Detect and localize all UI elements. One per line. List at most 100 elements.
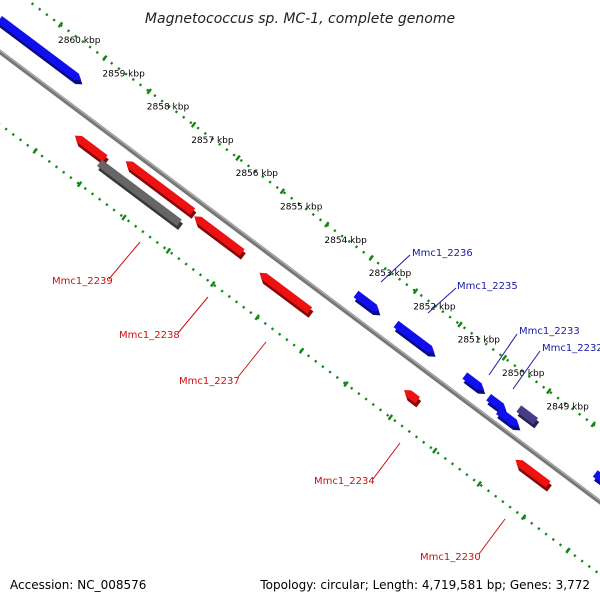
tick-dot [110, 61, 114, 65]
tick-dot [333, 229, 337, 233]
tick-dot [328, 370, 332, 374]
feature-body [486, 394, 507, 411]
gene-label-group: Mmc1_2238 [119, 296, 209, 341]
feature-body [125, 161, 196, 215]
tick-dot [138, 83, 143, 87]
major-tick [412, 288, 419, 295]
tick-dot [234, 300, 239, 304]
tick-dot [304, 207, 308, 211]
tick-dot [405, 283, 409, 287]
tick-dot [585, 418, 589, 422]
tick-dot [177, 257, 181, 261]
tick-dot [141, 230, 145, 234]
tick-dot [162, 246, 167, 250]
tick-dot [117, 67, 121, 71]
tick-dot [285, 338, 289, 342]
gene-label-leader [488, 333, 518, 376]
feature-body [515, 459, 551, 488]
tick-dot [30, 2, 35, 6]
tick-dot [436, 451, 440, 455]
tick-dot [66, 29, 71, 33]
forward-gene-feature [592, 470, 600, 486]
tick-dot [462, 326, 467, 330]
major-tick [520, 514, 527, 521]
major-tick [590, 421, 596, 428]
feature-body [496, 407, 520, 427]
gene-features [0, 16, 600, 492]
feature-body [393, 320, 435, 353]
tick-dot [81, 40, 85, 44]
tick-dot [378, 408, 383, 412]
tick-dot [18, 138, 23, 142]
scale-tick-label: 2858 kbp [147, 103, 190, 113]
tick-dot [443, 456, 447, 461]
tick-dot [88, 45, 92, 49]
gene-label-leader [478, 518, 506, 555]
tick-dot [422, 440, 426, 444]
tick-dot [126, 219, 131, 223]
tick-dot [542, 385, 546, 389]
major-tick [368, 254, 374, 262]
tick-dot [225, 148, 229, 152]
tick-dot [494, 494, 498, 498]
tick-dot [134, 224, 138, 228]
feature-body [462, 372, 484, 390]
tick-dot [407, 429, 411, 434]
tick-dot [537, 527, 541, 531]
tick-dot [90, 192, 95, 196]
tick-dot [354, 245, 359, 249]
gene-label: Mmc1_2234 [314, 476, 375, 487]
major-tick [32, 147, 38, 155]
gene-label-group: Mmc1_2233 [488, 326, 580, 376]
gene-label-group: Mmc1_2237 [179, 341, 267, 387]
major-tick [501, 354, 508, 361]
tick-dot [40, 154, 44, 158]
tick-dot [148, 235, 152, 239]
backbone-highlight [0, 49, 600, 502]
forward-gene-feature [0, 16, 83, 85]
gene-label: Mmc1_2230 [420, 552, 481, 563]
tick-dot [155, 240, 159, 245]
tick-dot [311, 212, 315, 217]
tick-dot [455, 320, 459, 325]
major-tick [387, 414, 394, 421]
forward-gene-feature [496, 407, 521, 431]
scale-tick-label: 2854 kbp [324, 236, 367, 246]
tick-dot [83, 186, 87, 191]
tick-dot [508, 505, 512, 509]
gene-label-leader [512, 350, 541, 390]
tick-dot [62, 170, 66, 174]
tick-dot [220, 289, 224, 293]
tick-dot [131, 77, 135, 82]
tick-dot [275, 185, 279, 190]
feature-body [97, 159, 182, 226]
tick-dot [167, 104, 171, 109]
tick-dot [203, 131, 207, 136]
gene-label-leader [237, 341, 267, 378]
tick-dot [335, 375, 339, 380]
tick-dot [227, 294, 231, 299]
major-tick [146, 88, 152, 95]
map-title: Magnetococcus sp. MC-1, complete genome [145, 11, 455, 27]
gene-label: Mmc1_2238 [119, 330, 180, 341]
tick-dot [74, 34, 78, 38]
major-tick [343, 380, 349, 388]
scale-tick-label: 2855 kbp [280, 203, 323, 213]
tick-dot [362, 250, 366, 254]
tick-dot [376, 261, 380, 265]
tick-dot [198, 273, 203, 277]
tick-dot [501, 500, 505, 504]
tick-dot [491, 347, 495, 352]
tick-dot [249, 311, 253, 315]
feature-body [259, 272, 313, 314]
gene-label-group: Mmc1_2239 [52, 241, 141, 287]
major-tick [546, 387, 552, 395]
gene-label-leader [380, 254, 411, 283]
tick-dot [239, 158, 243, 163]
gene-labels: Mmc1_2239Mmc1_2238Mmc1_2237Mmc1_2234Mmc1… [52, 241, 600, 563]
tick-dot [282, 191, 287, 195]
tick-dot [321, 365, 325, 369]
gene-label-leader [177, 296, 209, 334]
major-tick [476, 480, 482, 488]
tick-dot [383, 266, 387, 271]
